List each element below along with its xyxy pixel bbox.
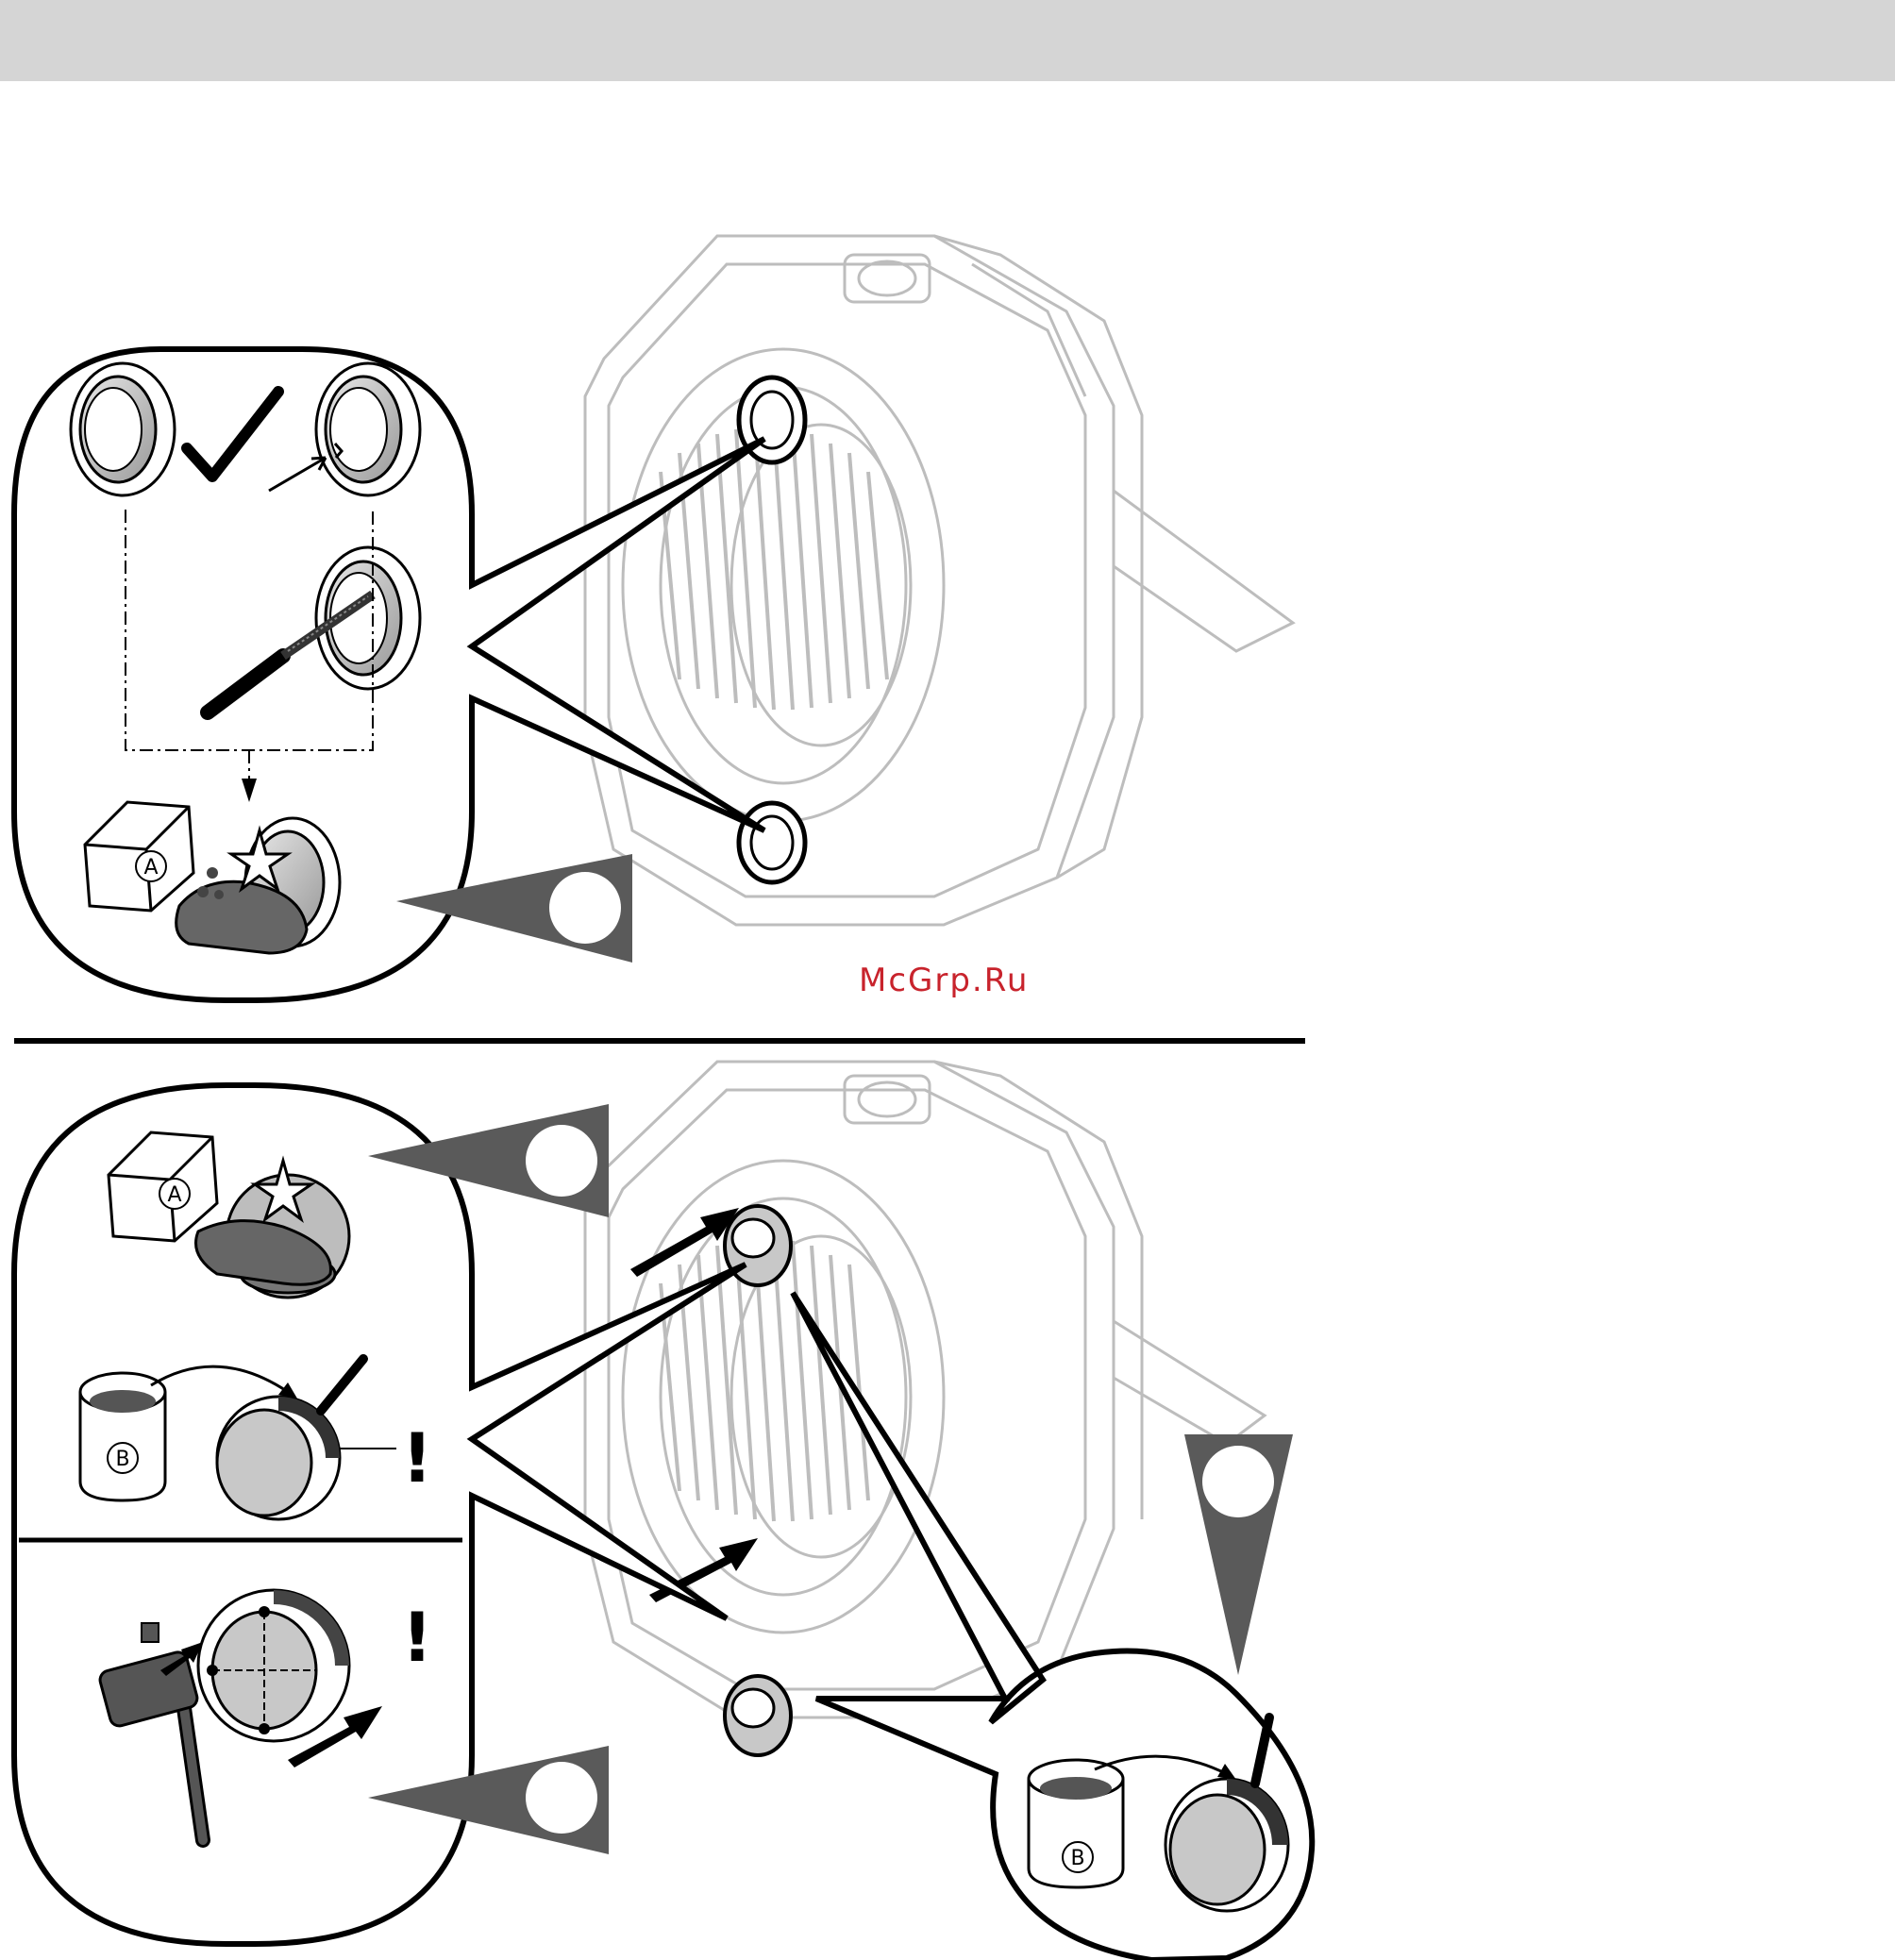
lubricant-can-b-right: B bbox=[1029, 1760, 1123, 1887]
ring-ok-icon bbox=[71, 363, 175, 495]
ring-insert-icon bbox=[198, 1590, 349, 1741]
label-part-a-bottom: A bbox=[167, 1183, 181, 1207]
step-circle-bottom-upper bbox=[526, 1125, 597, 1197]
warning-mark-lower: ! bbox=[402, 1598, 433, 1677]
housing-bottom bbox=[585, 1062, 1265, 1717]
label-part-a-top: A bbox=[143, 856, 158, 879]
housing-bottom-ring-lower bbox=[725, 1676, 791, 1755]
lubricant-can-b: B bbox=[80, 1373, 165, 1500]
housing-top-ring-lower bbox=[739, 803, 805, 882]
step-circle-bottom-lower bbox=[526, 1762, 597, 1834]
step-circle-right bbox=[1202, 1446, 1274, 1517]
push-arrow-upper-icon bbox=[630, 1208, 739, 1277]
watermark: McGrp.Ru bbox=[859, 962, 1029, 999]
ring-damaged-icon bbox=[316, 363, 420, 495]
step-circle-top bbox=[549, 872, 621, 944]
label-part-b-left: B bbox=[115, 1448, 129, 1471]
sealing-ring-right-icon bbox=[1166, 1779, 1288, 1911]
warning-mark-upper: ! bbox=[402, 1418, 433, 1498]
housing-top-ribs bbox=[661, 427, 887, 710]
label-part-b-right: B bbox=[1070, 1847, 1084, 1870]
